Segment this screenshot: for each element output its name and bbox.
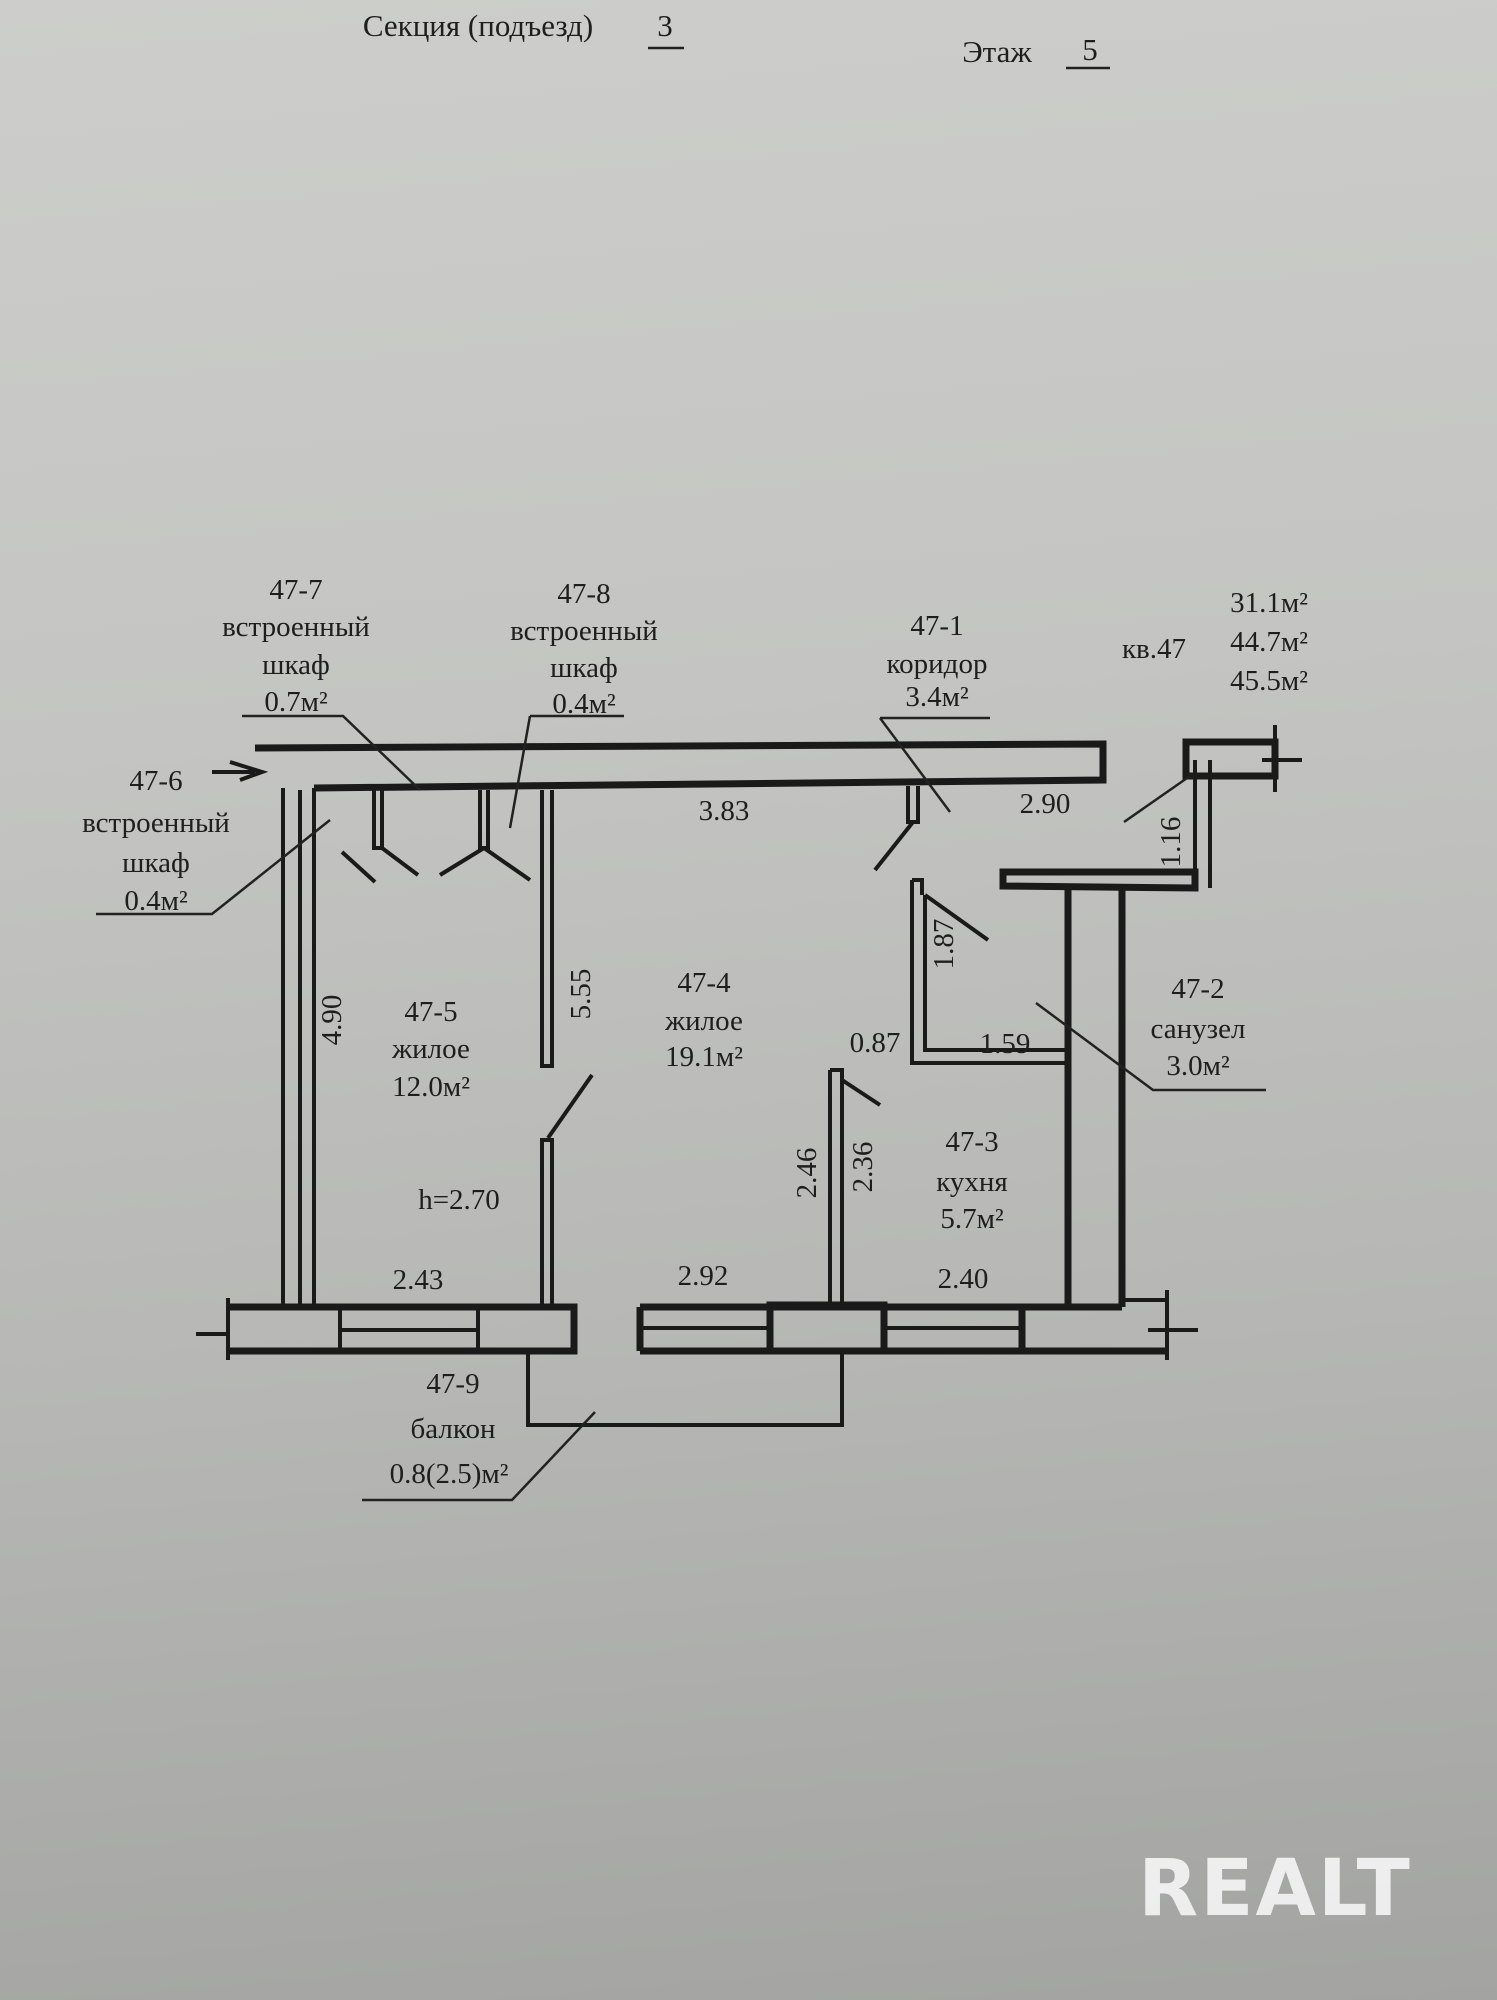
room-name: жилое	[391, 1033, 470, 1065]
dimension-label: 4.90	[316, 995, 348, 1046]
room-area: 0.4м²	[552, 688, 616, 720]
dimension-label: 3.83	[699, 795, 750, 827]
section-value: 3	[657, 8, 673, 43]
leader-lines	[96, 714, 1266, 1502]
room-name: жилое	[664, 1005, 743, 1037]
living-area: 31.1м²	[1230, 587, 1308, 619]
room-47-4: 47-4 жилое 19.1м²	[664, 967, 743, 1073]
room-area: 0.4м²	[124, 885, 188, 917]
room-id: 47-9	[426, 1368, 479, 1400]
realt-watermark-logo: REALT	[1138, 1844, 1412, 1934]
room-name: санузел	[1151, 1013, 1246, 1045]
section-label: Секция (подъезд)	[363, 8, 593, 43]
room-name: шкаф	[262, 649, 330, 681]
room-area: 19.1м²	[665, 1041, 743, 1073]
room-name: шкаф	[122, 847, 190, 879]
room-id: 47-1	[910, 610, 963, 642]
dimensions: 3.83 2.90 1.16 1.87 5.55 4.90 0.87 1.59 …	[316, 788, 1187, 1296]
dimension-label: 5.55	[565, 969, 597, 1020]
room-id: 47-8	[557, 578, 610, 610]
room-area: 3.0м²	[1166, 1050, 1230, 1082]
dimension-label: 0.87	[850, 1027, 901, 1059]
room-47-2: 47-2 санузел 3.0м²	[1151, 973, 1246, 1082]
room-47-9: 47-9 балкон 0.8(2.5)м²	[390, 1368, 509, 1490]
room-name: кухня	[936, 1166, 1008, 1198]
room-47-1: 47-1 коридор 3.4м²	[887, 610, 988, 713]
dimension-label: 2.43	[393, 1264, 444, 1296]
total-area-with-balcony: 45.5м²	[1230, 665, 1308, 697]
dimension-label: 1.59	[980, 1028, 1031, 1060]
dimension-label: 1.87	[928, 919, 960, 970]
room-id: 47-7	[269, 574, 322, 606]
dimension-label: 2.40	[938, 1263, 989, 1295]
room-id: 47-3	[945, 1126, 998, 1158]
room-name: балкон	[411, 1413, 496, 1445]
room-area: 0.7м²	[264, 686, 328, 718]
room-area: 5.7м²	[940, 1203, 1004, 1235]
room-name: встроенный	[510, 615, 658, 647]
floor-label: Этаж	[962, 34, 1032, 69]
room-name: встроенный	[82, 807, 230, 839]
room-47-6: 47-6 встроенный шкаф 0.4м²	[82, 765, 230, 917]
floor-value: 5	[1082, 32, 1098, 67]
room-47-5: 47-5 жилое 12.0м²	[391, 996, 470, 1103]
dimension-label: 1.16	[1155, 817, 1187, 868]
room-id: 47-4	[677, 967, 731, 999]
walls	[196, 725, 1302, 1427]
ceiling-height: h=2.70	[418, 1184, 500, 1216]
room-id: 47-6	[129, 765, 182, 797]
apartment-label: кв.47	[1122, 633, 1186, 665]
dimension-label: 2.90	[1020, 788, 1071, 820]
room-name: шкаф	[550, 652, 618, 684]
total-area: 44.7м²	[1230, 626, 1308, 658]
room-area: 3.4м²	[905, 681, 969, 713]
room-id: 47-2	[1171, 973, 1224, 1005]
room-47-7: 47-7 встроенный шкаф 0.7м²	[222, 574, 370, 718]
dimension-label: 2.92	[678, 1260, 729, 1292]
room-name: встроенный	[222, 611, 370, 643]
dimension-label: 2.46	[791, 1148, 823, 1199]
dimension-label: 2.36	[847, 1142, 879, 1193]
room-id: 47-5	[404, 996, 457, 1028]
room-47-8: 47-8 встроенный шкаф 0.4м²	[510, 578, 658, 720]
room-area: 12.0м²	[392, 1071, 470, 1103]
room-area: 0.8(2.5)м²	[390, 1458, 509, 1490]
room-47-3: 47-3 кухня 5.7м²	[936, 1126, 1008, 1235]
room-name: коридор	[887, 648, 988, 680]
